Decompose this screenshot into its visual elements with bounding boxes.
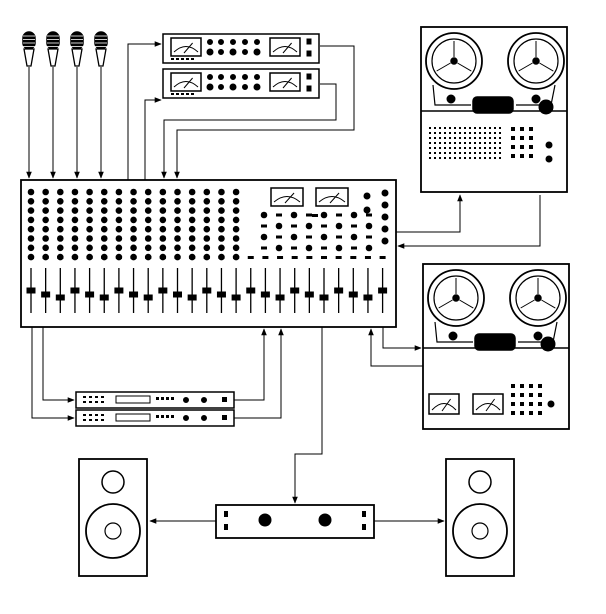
power-amplifier [215, 504, 375, 539]
signal-processor-1 [162, 33, 320, 64]
tape-reel-icon [507, 32, 565, 90]
tape-2-to-console-wire [368, 328, 423, 367]
effects-1-to-console-wire [234, 328, 267, 401]
console-to-processor-2-wire [144, 97, 162, 180]
signal-processor-2 [162, 68, 320, 99]
vu-meter-icon [269, 37, 301, 57]
vu-meter-icon [269, 72, 301, 92]
console-to-processor-1-wire [127, 41, 162, 180]
tape-reel-icon [427, 269, 485, 327]
speaker-left [78, 458, 148, 577]
tape-1-to-console-wire [397, 195, 541, 249]
speaker-right [445, 458, 515, 577]
microphone-icon-2 [46, 31, 60, 67]
tape-reel-icon [425, 32, 483, 90]
console-to-tape-1-wire [396, 194, 463, 233]
effects-unit-1 [75, 391, 235, 409]
microphone-icon-1 [22, 31, 36, 67]
tape-reel-icon [509, 269, 567, 327]
vu-meter-icon [428, 393, 460, 415]
console-to-effects-2-wire [42, 327, 75, 403]
vu-meter-icon [270, 187, 304, 207]
console-to-effects-1-wire [31, 327, 75, 421]
tape-recorder-1 [420, 26, 568, 193]
vu-meter-icon [472, 393, 504, 415]
console-to-amp-wire [292, 327, 323, 504]
console-to-tape-2-wire [382, 327, 422, 351]
vu-meter-icon [315, 187, 349, 207]
effects-2-to-console-wire [234, 328, 284, 419]
processor-1-to-console-wire [174, 45, 355, 179]
vu-meter-icon [170, 72, 202, 92]
microphone-icon-4 [94, 31, 108, 67]
processor-2-to-console-wire [161, 83, 337, 179]
vu-meter-icon [170, 37, 202, 57]
microphone-icon-3 [70, 31, 84, 67]
tape-recorder-2 [422, 263, 570, 430]
mixing-console [20, 179, 397, 328]
effects-unit-2 [75, 409, 235, 427]
